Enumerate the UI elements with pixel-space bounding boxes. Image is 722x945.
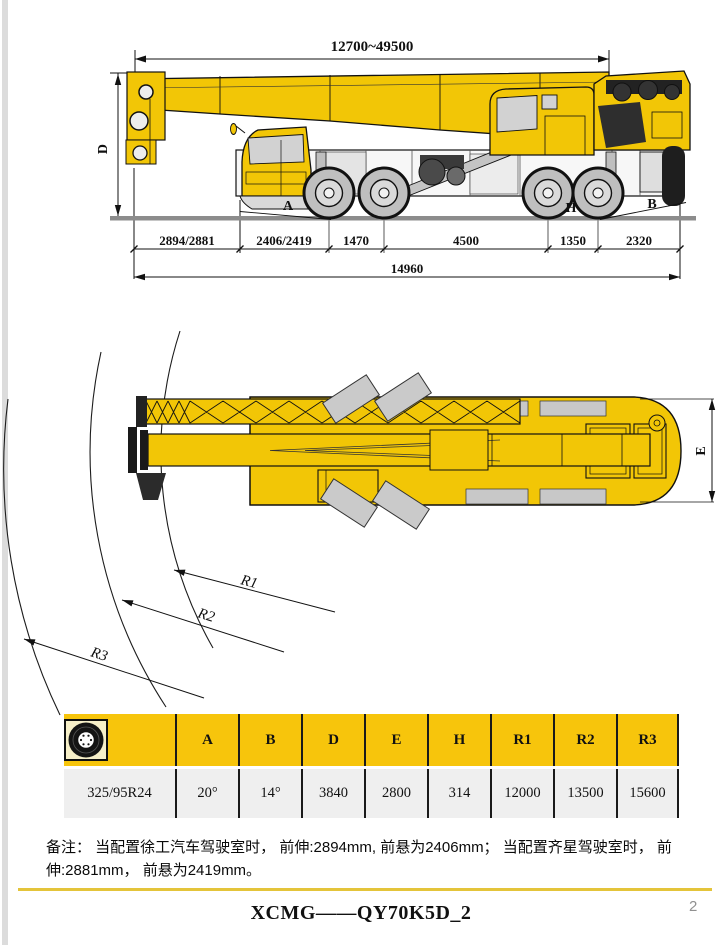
col-header-r3: R3 — [616, 714, 679, 766]
footer-title: XCMG——QY70K5D_2 — [250, 902, 472, 924]
label-r2: R2 — [195, 605, 217, 626]
arc-r3 — [3, 398, 61, 716]
wheel — [571, 166, 625, 220]
col-header-e: E — [364, 714, 427, 766]
driver-cab — [230, 123, 333, 210]
value-d: 3840 — [301, 769, 364, 818]
front-bumper — [239, 195, 319, 210]
value-e: 2800 — [364, 769, 427, 818]
operator-cab-window — [496, 95, 538, 133]
tire-header-cell — [64, 714, 175, 766]
hook-block — [598, 102, 646, 148]
col-header-a: A — [175, 714, 238, 766]
dim-axle3-4: 1350 — [560, 233, 586, 248]
value-r2: 13500 — [553, 769, 616, 818]
label-ground-clearance: H — [566, 201, 577, 216]
height-dim-label: D — [96, 144, 111, 154]
value-a: 20° — [175, 769, 238, 818]
value-b: 14° — [238, 769, 301, 818]
col-header-b: B — [238, 714, 301, 766]
dim-total-length: 14960 — [391, 261, 424, 276]
label-departure-angle: B — [647, 197, 656, 212]
boom-head — [125, 71, 166, 165]
mirror — [230, 123, 237, 135]
label-approach-angle: A — [283, 199, 294, 214]
width-dim-label: E — [694, 446, 709, 455]
radius-leaders: R1 R2 R3 — [23, 569, 336, 699]
wheel — [302, 166, 356, 220]
boom-length-range: 12700~49500 — [331, 39, 414, 55]
arc-r2 — [89, 351, 167, 708]
cab-window — [247, 134, 305, 165]
outrigger-pads — [319, 372, 433, 530]
ground-line — [110, 216, 696, 221]
dimension-lines — [110, 50, 684, 279]
crane-side-view — [125, 70, 691, 220]
dimension-arrowheads — [114, 55, 680, 281]
tire-icon — [64, 719, 108, 761]
footer-rule — [18, 888, 712, 891]
dim-rear-overhang: 2320 — [626, 233, 652, 248]
operator-cab — [489, 86, 595, 156]
col-header-r1: R1 — [490, 714, 553, 766]
page-number: 2 — [689, 898, 698, 915]
dim-axle1-2: 1470 — [343, 233, 369, 248]
width-dimension: E — [640, 398, 716, 503]
swing-radius-arcs — [3, 330, 214, 716]
crane-top-view — [128, 372, 682, 530]
departure-angle-line — [599, 202, 687, 220]
label-r3: R3 — [88, 644, 110, 665]
dim-axle2-3: 4500 — [453, 233, 479, 248]
dim-front-extend: 2894/2881 — [159, 233, 215, 248]
remark-note: 备注： 当配置徐工汽车驾驶室时， 前伸:2894mm, 前悬为2406mm； 当… — [46, 839, 672, 880]
top-view-drawing: R1 R2 R3 — [3, 330, 716, 716]
spec-table: A B D E H R1 R2 R3 325/95R24 20° 14° 384… — [64, 714, 679, 818]
wheel — [357, 166, 411, 220]
col-header-d: D — [301, 714, 364, 766]
rear-winch-platform — [593, 70, 691, 151]
side-view-drawing: 12700~49500 D 2894/2881 2406/2419 1470 4… — [96, 39, 696, 281]
hoist-winch — [418, 155, 466, 186]
boom-head-bracket — [136, 473, 166, 500]
value-r1: 12000 — [490, 769, 553, 818]
tire-size-cell: 325/95R24 — [64, 769, 175, 818]
value-h: 314 — [427, 769, 490, 818]
slew-platform — [429, 429, 489, 471]
label-r1: R1 — [238, 572, 259, 592]
main-boom-top — [128, 427, 651, 500]
value-r3: 15600 — [616, 769, 679, 818]
spare-tire — [662, 146, 685, 206]
dim-front-overhang: 2406/2419 — [256, 233, 312, 248]
wheels — [302, 166, 625, 220]
approach-angle-line — [239, 211, 332, 220]
col-header-r2: R2 — [553, 714, 616, 766]
arc-r1 — [160, 330, 214, 649]
page-edge-shadow — [2, 0, 8, 945]
col-header-h: H — [427, 714, 490, 766]
